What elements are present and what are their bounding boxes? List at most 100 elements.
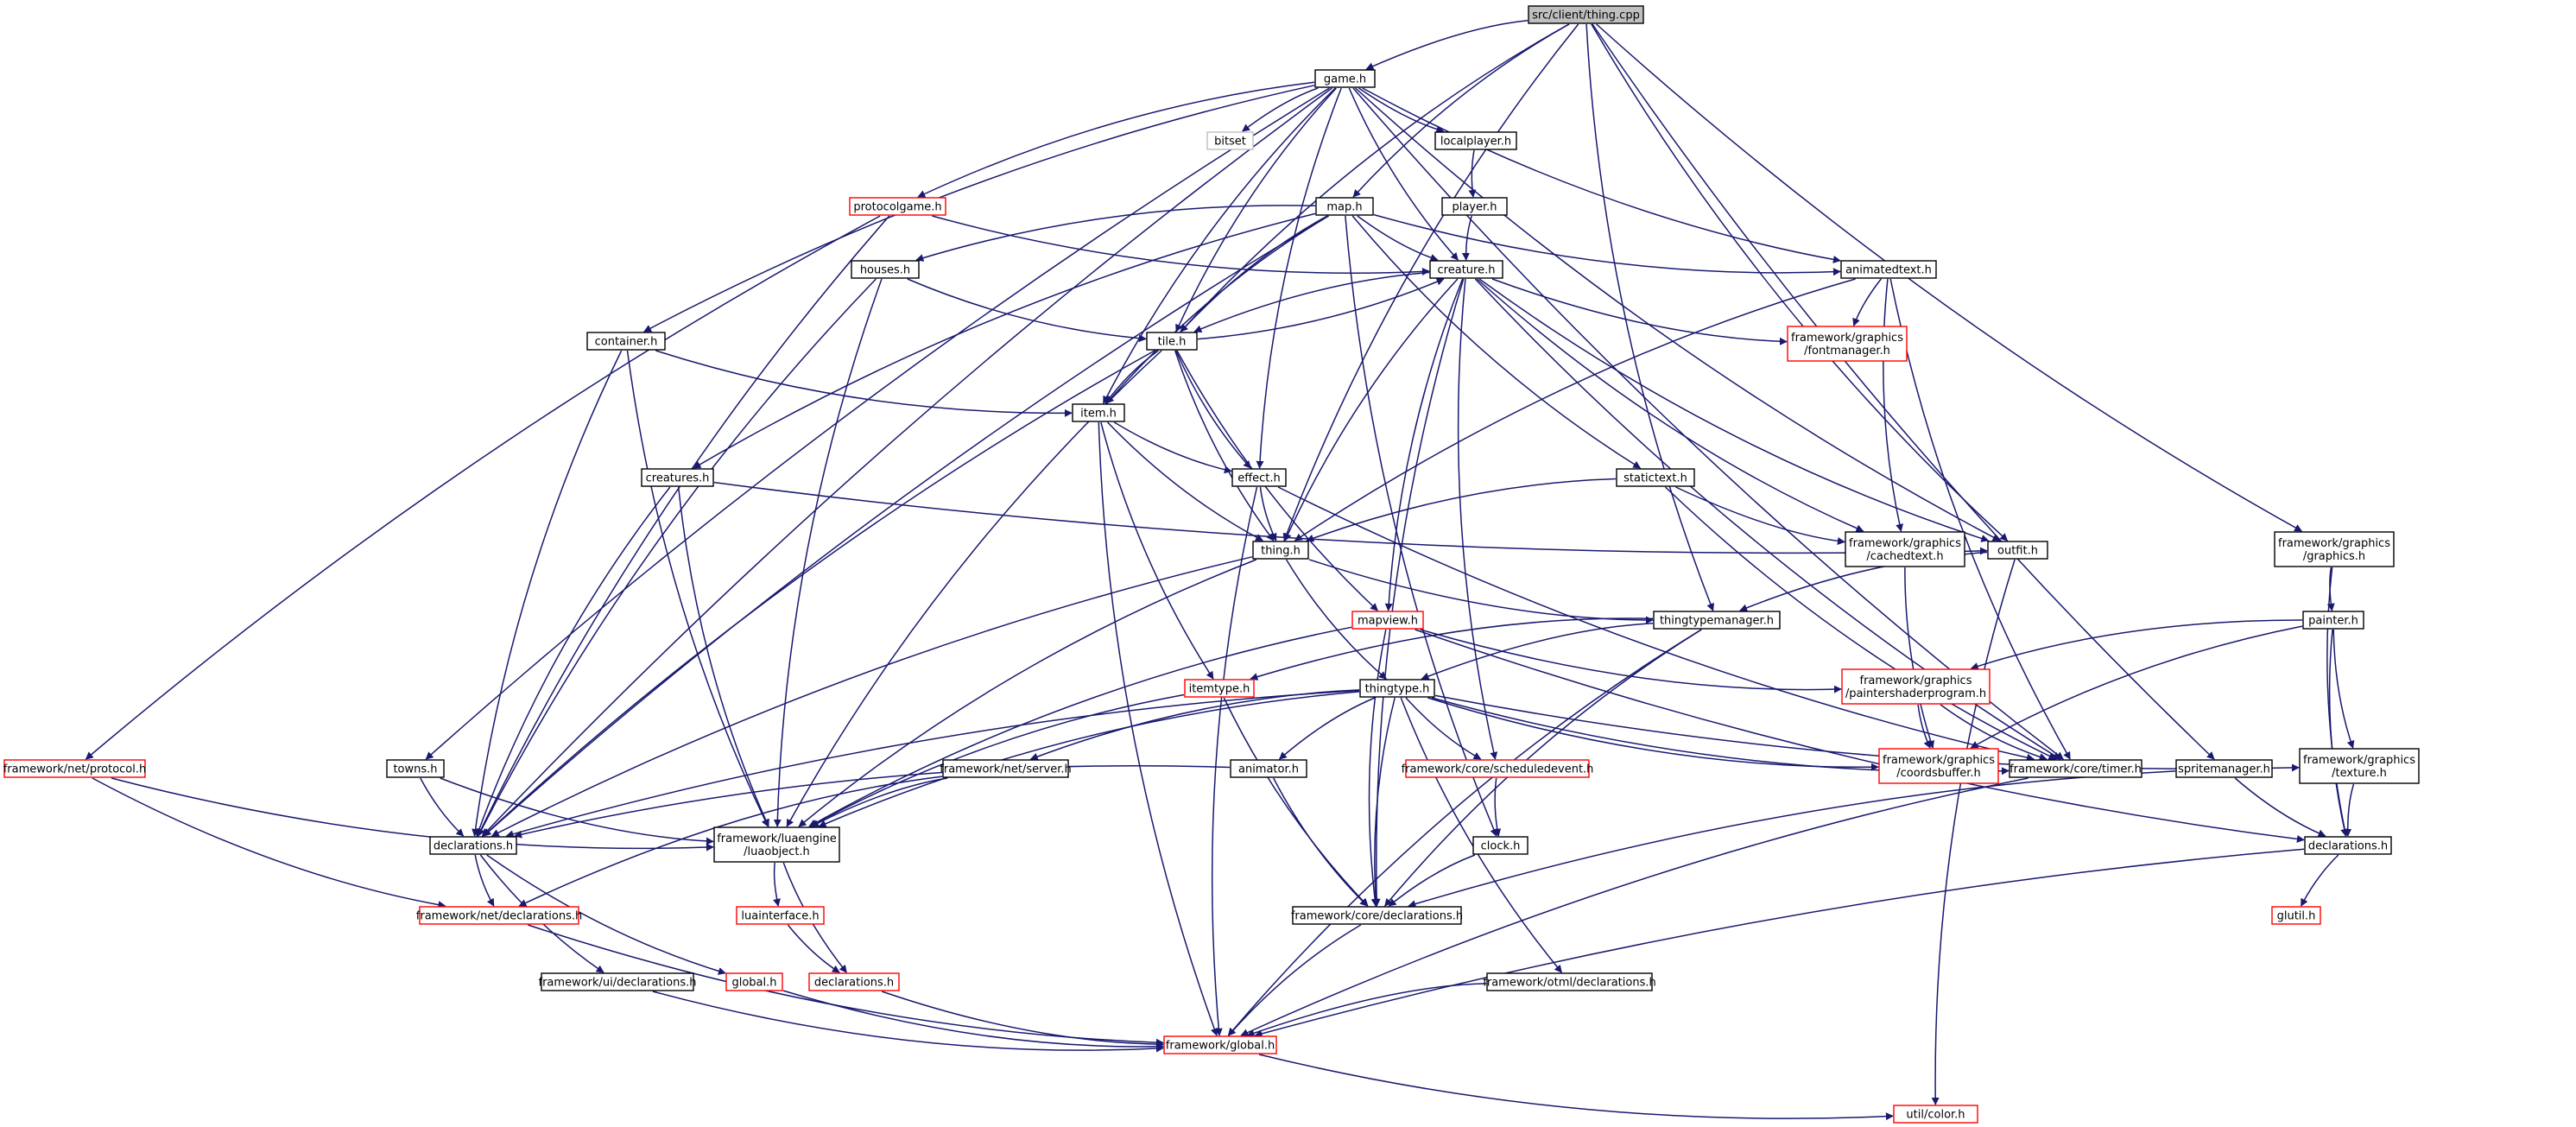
- edge-arrow: [881, 991, 1164, 1048]
- node-game-h[interactable]: game.h: [1314, 69, 1376, 88]
- node-luaobject-h[interactable]: framework/luaengine/luaobject.h: [713, 826, 840, 863]
- node-item-h[interactable]: item.h: [1072, 403, 1125, 422]
- edge-creature_h-to-cachedtext_h: [1476, 278, 1864, 532]
- node-container-h[interactable]: container.h: [586, 332, 666, 351]
- node-thing-h[interactable]: thing.h: [1252, 541, 1309, 560]
- edge-statictext_h-to-cachedtext_h: [1675, 486, 1845, 545]
- edge-arrow: [111, 777, 714, 852]
- node-glutil-h[interactable]: glutil.h: [2271, 906, 2321, 925]
- edge-creature_h-to-fontmanager_h: [1491, 278, 1788, 345]
- edge-arrow: [773, 862, 781, 907]
- node-protocolgame-h[interactable]: protocolgame.h: [849, 197, 946, 216]
- edge-arrow: [1940, 704, 2048, 761]
- node-spritemanager-h[interactable]: spritemanager.h: [2175, 759, 2273, 778]
- node-cachedtext-h[interactable]: framework/graphics/cachedtext.h: [1845, 531, 1965, 567]
- edge-arrow: [1282, 23, 1579, 541]
- node-box: [419, 906, 579, 925]
- edge-creature_h-to-core_declarations_h: [1372, 278, 1465, 907]
- edge-arrow: [1371, 697, 1396, 907]
- node-net-protocol-h[interactable]: framework/net/protocol.h: [3, 759, 147, 778]
- edge-thingtypemanager_h-to-thingtype_h: [1421, 623, 1654, 681]
- node-creature-h[interactable]: creature.h: [1429, 260, 1503, 279]
- node-gfx-declarations-h[interactable]: declarations.h: [2304, 836, 2392, 855]
- edge-game_h-to-towns_h: [425, 87, 1330, 760]
- node-lua-declarations-h[interactable]: declarations.h: [808, 972, 900, 991]
- node-label: protocolgame.h: [853, 201, 941, 214]
- node-core-declarations-h[interactable]: framework/core/declarations.h: [1291, 906, 1463, 925]
- node-localplayer-h[interactable]: localplayer.h: [1434, 131, 1517, 150]
- node-animator-h[interactable]: animator.h: [1230, 759, 1307, 778]
- node-thing-cpp[interactable]: src/client/thing.cpp: [1528, 5, 1644, 24]
- node-label: framework/net/server.h: [940, 763, 1071, 776]
- node-texture-h[interactable]: framework/graphics/texture.h: [2299, 748, 2420, 784]
- edge-map_h-to-declarations_h: [483, 215, 1329, 837]
- edge-animator_h-to-core_declarations_h: [1273, 777, 1368, 907]
- node-global-h-red[interactable]: global.h: [725, 972, 783, 991]
- node-fontmanager-h[interactable]: framework/graphics/fontmanager.h: [1787, 326, 1908, 362]
- node-scheduledevent-h[interactable]: framework/core/scheduledevent.h: [1402, 759, 1594, 778]
- node-box: [1845, 531, 1965, 567]
- edge-arrow: [1384, 278, 1464, 611]
- node-color-h[interactable]: util/color.h: [1893, 1105, 1978, 1124]
- edge-arrow: [483, 350, 1155, 837]
- node-thingtype-h[interactable]: thingtype.h: [1359, 679, 1435, 698]
- node-box: [1315, 197, 1374, 216]
- edge-arrow: [1931, 559, 2016, 1105]
- node-houses-h[interactable]: houses.h: [851, 260, 920, 279]
- node-otml-declarations-h[interactable]: framework/otml/declarations.h: [1483, 972, 1656, 991]
- node-player-h[interactable]: player.h: [1441, 197, 1508, 216]
- edge-gfx_declarations_h-to-framework_global_h: [1254, 848, 2305, 1038]
- node-core-timer-h[interactable]: framework/core/timer.h: [2009, 759, 2142, 778]
- node-painter-h[interactable]: painter.h: [2302, 611, 2364, 630]
- node-label: declarations.h: [814, 977, 894, 990]
- node-declarations-h[interactable]: declarations.h: [429, 836, 517, 855]
- edge-map_h-to-creature_h: [1357, 215, 1439, 262]
- node-graphics-h[interactable]: framework/graphics/graphics.h: [2274, 531, 2395, 567]
- node-box: [1252, 541, 1309, 560]
- node-label: framework/core/scheduledevent.h: [1402, 763, 1594, 776]
- node-coordsbuffer-h[interactable]: framework/graphics/coordsbuffer.h: [1878, 748, 1999, 784]
- node-animatedtext-h[interactable]: animatedtext.h: [1840, 260, 1937, 279]
- edge-map_h-to-tile_h: [1180, 215, 1328, 332]
- edge-arrow: [1278, 697, 1376, 760]
- node-mapview-h[interactable]: mapview.h: [1351, 611, 1424, 630]
- node-box: [541, 972, 694, 991]
- edge-paintershaderprogram_h-to-core_timer_h: [1940, 704, 2048, 761]
- node-itemtype-h[interactable]: itemtype.h: [1184, 679, 1255, 698]
- edge-arrow: [1113, 421, 1232, 474]
- edge-arrow: [92, 777, 446, 909]
- edge-arrow: [1491, 278, 1788, 345]
- node-creatures-h[interactable]: creatures.h: [641, 468, 714, 487]
- node-ui-declarations-h[interactable]: framework/ui/declarations.h: [539, 972, 697, 991]
- node-towns-h[interactable]: towns.h: [386, 759, 445, 778]
- node-box: [851, 260, 920, 279]
- edge-arrow: [1384, 629, 1702, 907]
- node-box: [429, 836, 517, 855]
- node-map-h[interactable]: map.h: [1315, 197, 1374, 216]
- node-statictext-h[interactable]: statictext.h: [1616, 468, 1695, 487]
- node-framework-global-h[interactable]: framework/global.h: [1163, 1035, 1277, 1054]
- edge-arrow: [1970, 625, 2303, 749]
- node-label: creature.h: [1438, 264, 1496, 277]
- edge-arrow: [1175, 87, 1337, 332]
- node-label: thingtypemanager.h: [1660, 615, 1774, 628]
- node-thingtypemanager-h[interactable]: thingtypemanager.h: [1653, 611, 1781, 630]
- edge-arrow: [1176, 350, 1378, 611]
- node-clock-h[interactable]: clock.h: [1472, 836, 1529, 855]
- edge-mapview_h-to-paintershaderprogram_h: [1420, 629, 1842, 693]
- node-paintershaderprogram-h[interactable]: framework/graphics/paintershaderprogram.…: [1841, 668, 1991, 705]
- node-label: /luaobject.h: [744, 845, 810, 858]
- node-net-declarations-h[interactable]: framework/net/declarations.h: [416, 906, 582, 925]
- node-tile-h[interactable]: tile.h: [1146, 332, 1198, 351]
- edge-effect_h-to-thing_h: [1259, 486, 1277, 541]
- edge-container_h-to-luaobject_h: [626, 350, 769, 827]
- node-outfit-h[interactable]: outfit.h: [1987, 541, 2048, 560]
- node-luainterface-h[interactable]: luainterface.h: [736, 906, 825, 925]
- node-effect-h[interactable]: effect.h: [1231, 468, 1287, 487]
- node-label: statictext.h: [1623, 472, 1687, 485]
- node-net-server-h[interactable]: framework/net/server.h: [940, 759, 1072, 778]
- edge-arrow: [2344, 783, 2355, 837]
- edge-creature_h-to-tile_h: [1193, 271, 1430, 333]
- node-label: src/client/thing.cpp: [1532, 9, 1640, 22]
- edge-arrow: [505, 689, 1360, 839]
